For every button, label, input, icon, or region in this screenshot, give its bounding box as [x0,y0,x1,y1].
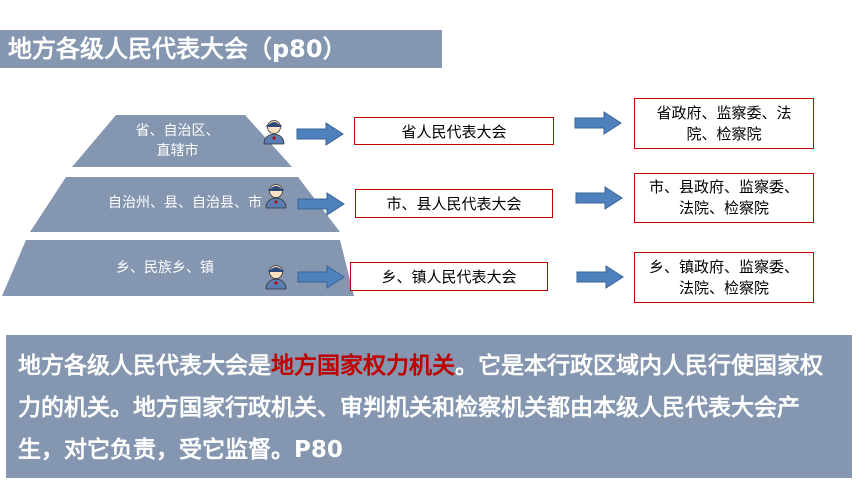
pyramid-tier-top [72,115,292,167]
organs-box-city: 市、县政府、监察委、 法院、检察院 [634,173,814,223]
organs-line: 院、检察院 [686,124,762,143]
deputy-person-icon [263,120,285,145]
congress-box-township: 乡、镇人民代表大会 [350,262,548,291]
congress-box-province: 省人民代表大会 [354,117,554,145]
arrow-right-icon [297,192,345,216]
summary-text-panel: 地方各级人民代表大会是地方国家权力机关。它是本行政区域内人民行使国家权力的机关。… [6,335,852,478]
organs-box-township: 乡、镇政府、监察委、 法院、检察院 [634,252,814,303]
summary-text-part1: 地方各级人民代表大会是 [18,353,271,379]
organs-line: 乡、镇政府、监察委、 [648,257,799,276]
organs-line: 法院、检察院 [678,278,769,297]
tier-label-line: 乡、民族乡、镇 [116,260,214,276]
pyramid-diagram [2,115,354,296]
organs-line: 法院、检察院 [678,199,769,217]
organs-line: 市、县政府、监察委、 [648,178,799,196]
summary-highlight: 地方国家权力机关 [271,353,455,379]
arrow-right-icon [296,122,344,146]
tier-label-township: 乡、民族乡、镇 [95,258,235,278]
pyramid-tier-bottom [2,240,354,296]
deputy-person-icon [265,184,287,209]
tier-label-line: 自治州、县、自治县、市 [108,195,262,211]
tier-label-line: 直辖市 [156,143,199,159]
arrow-right-icon [576,265,624,289]
summary-text-part2: 。它是本行政区域内人民行使国家权力的机关。地方国家行政机关、审判机关和检察机关都… [18,353,823,463]
arrow-right-icon [297,265,345,289]
tier-label-province: 省、自治区、 直辖市 [110,121,245,161]
tier-label-city: 自治州、县、自治县、市 [80,193,290,213]
deputy-person-icon [265,265,287,290]
organs-line: 省政府、监察委、法 [656,103,792,122]
congress-box-city: 市、县人民代表大会 [355,189,553,218]
arrow-right-icon [575,186,623,210]
page-title: 地方各级人民代表大会（p80） [0,30,442,68]
organs-box-province: 省政府、监察委、法 院、检察院 [634,98,814,149]
tier-label-line: 省、自治区、 [135,123,220,139]
pyramid-tier-middle [30,177,340,232]
arrow-right-icon [574,111,622,135]
